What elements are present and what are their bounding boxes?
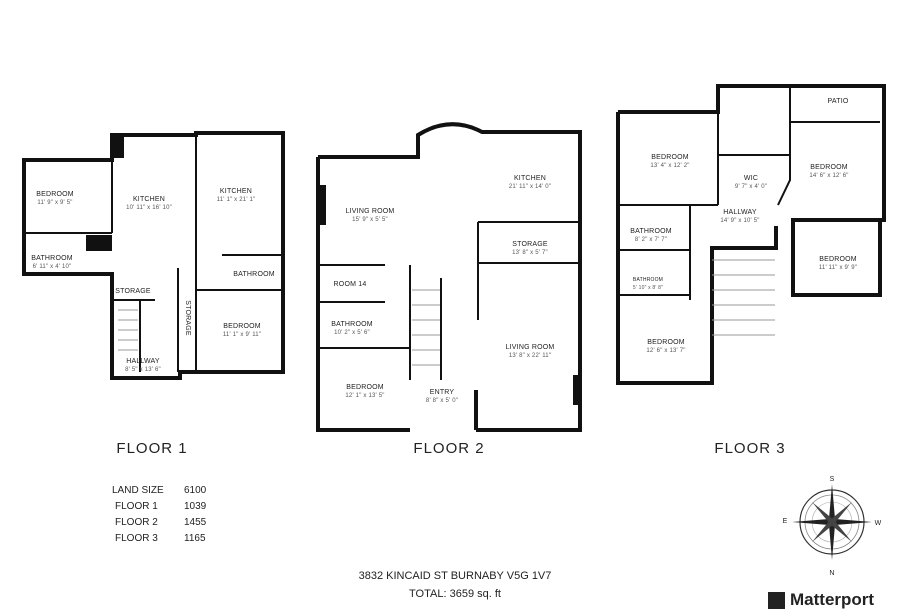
floor-1-title: FLOOR 1 [116,440,188,457]
compass-e: E [782,518,788,525]
room-label: STORAGE [115,288,151,295]
room-label: STORAGE [184,300,191,336]
compass-n: N [829,570,835,577]
matterport-logo: Matterport [768,590,874,610]
floor-2-plan [316,122,582,432]
address: 3832 KINCAID ST BURNABY V5G 1V7 [358,570,552,582]
room-label: ROOM 14 [333,281,367,288]
compass-s: S [829,476,835,483]
floor-3-title: FLOOR 3 [714,440,786,457]
compass-rose-icon [792,484,872,560]
matterport-logo-icon [768,591,785,609]
room-label: BATHROOM [233,271,275,278]
floor-1-plan [22,131,285,380]
floor-2-title: FLOOR 2 [413,440,485,457]
room-label: PATIO [827,98,849,105]
floor-3-plan [616,84,886,385]
compass-w: W [874,520,882,527]
total-area: TOTAL: 3659 sq. ft [409,588,501,600]
